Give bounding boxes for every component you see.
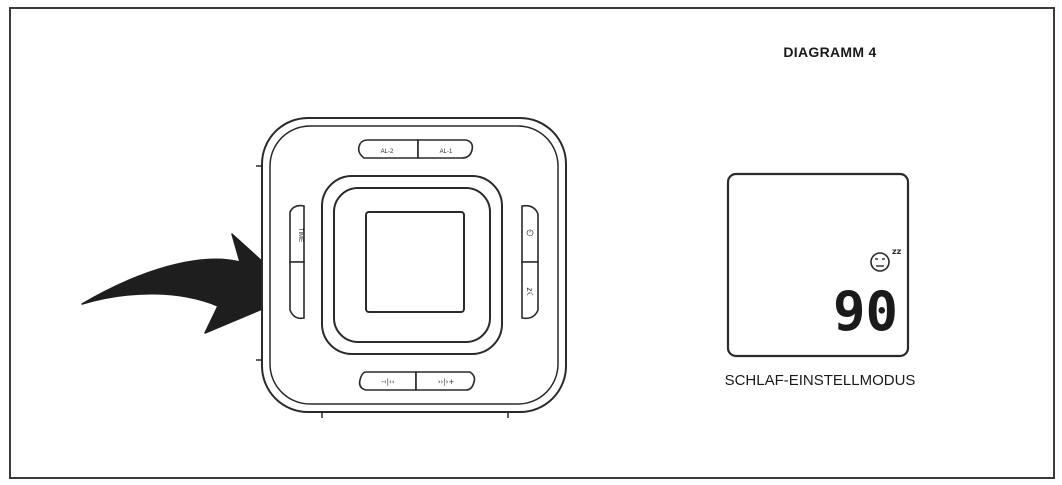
al1-button[interactable]: AL-1 [417, 139, 474, 159]
volume-up-button[interactable]: ››|›+ [415, 371, 476, 391]
al2-button-label: AL-2 [381, 149, 394, 155]
sleep-left-button[interactable] [289, 261, 305, 320]
time-button-label: TIME [297, 228, 303, 242]
clock-screen [365, 211, 465, 313]
volume-up-label: ››|›+ [438, 378, 455, 386]
al1-button-label: AL-1 [440, 149, 453, 155]
lcd-value: 90 [833, 280, 898, 343]
power-button[interactable]: ⏻ [521, 204, 539, 263]
power-icon: ⏻ [526, 228, 533, 239]
diagram-frame [9, 7, 1055, 479]
lcd-panel: zz 90 [726, 172, 910, 358]
sleep-button[interactable]: z☾ [521, 261, 539, 320]
time-button[interactable]: TIME [289, 204, 305, 263]
diagram-caption: SCHLAF-EINSTELLMODUS [724, 372, 916, 389]
sleep-zz-label: zz [892, 247, 902, 256]
al2-button[interactable]: AL-2 [357, 139, 419, 159]
volume-down-button[interactable]: -‹|‹‹ [358, 371, 417, 391]
clock-device: AL-2 AL-1 TIME ⏻ z☾ -‹|‹‹ › [256, 117, 567, 418]
diagram-title: DIAGRAMM 4 [783, 44, 877, 60]
volume-down-label: -‹|‹‹ [381, 378, 394, 386]
sleep-icon: z☾ [525, 287, 534, 298]
pointer-arrow [81, 233, 299, 334]
sleep-face-icon: zz [870, 247, 902, 272]
